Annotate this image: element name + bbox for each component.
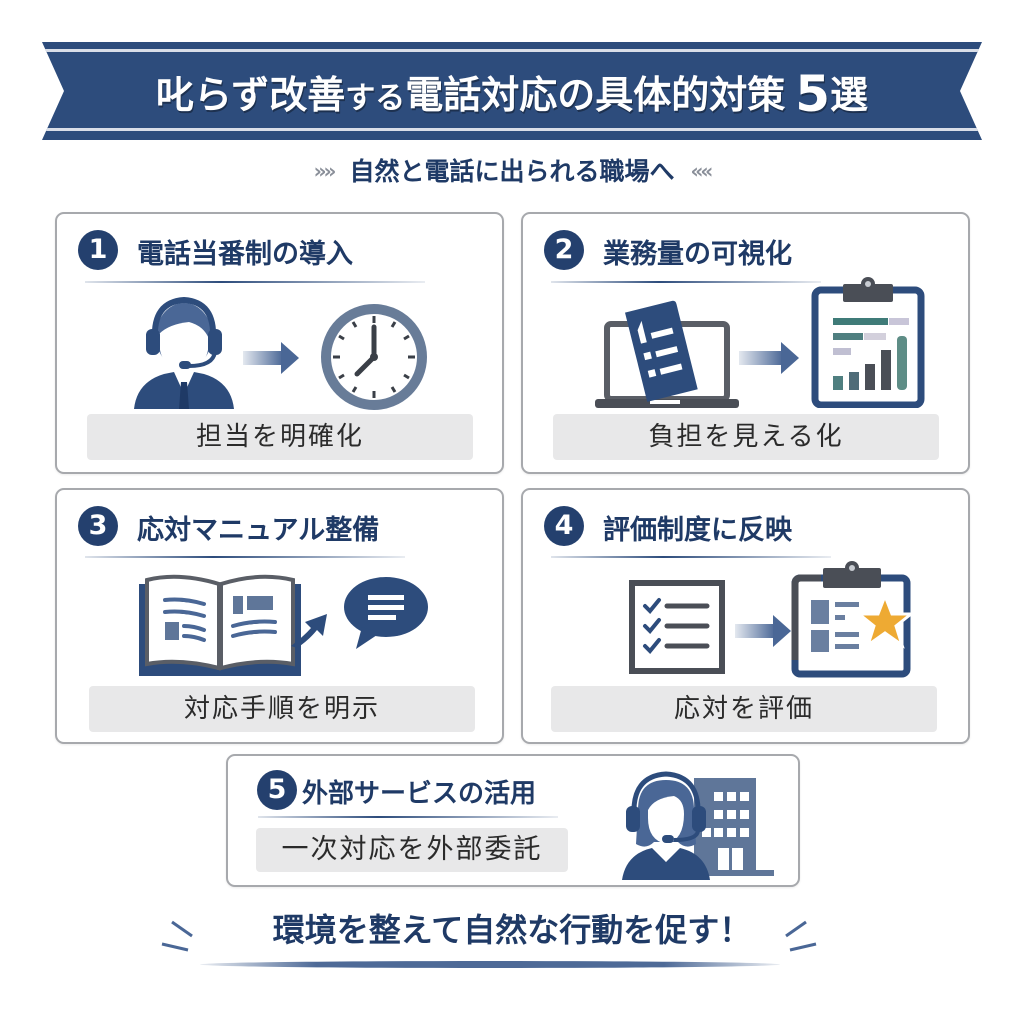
- card-title: 評価制度に反映: [603, 515, 792, 546]
- title-underline: [258, 816, 558, 818]
- card-title: 電話当番制の導入: [137, 239, 353, 270]
- number-badge-3: 3: [78, 506, 118, 546]
- title-part-main: 叱らず改善: [155, 73, 346, 117]
- chevrons-left-icon: ««: [690, 159, 714, 183]
- subtitle-text: 自然と電話に出られる職場へ: [349, 157, 675, 186]
- open-book-icon: [139, 574, 301, 676]
- title-underline: [85, 281, 425, 283]
- clock-icon: [321, 304, 427, 410]
- emphasis-lines-right-icon: [785, 920, 817, 952]
- card-title: 外部サービスの活用: [302, 779, 537, 809]
- title-underline: [551, 281, 821, 283]
- title-number: 5: [795, 65, 831, 123]
- number-badge-1: 1: [78, 230, 118, 270]
- number-badge-2: 2: [544, 230, 584, 270]
- emphasis-lines-left-icon: [161, 920, 193, 952]
- card-title: 応対マニュアル整備: [137, 515, 380, 546]
- card-1-phone-duty: 1 電話当番制の導入 担当を明確化: [55, 212, 504, 474]
- checklist-icon: [629, 580, 725, 674]
- card-label: 対応手順を明示: [89, 686, 475, 732]
- card-label: 担当を明確化: [87, 414, 473, 460]
- arrow-curved-icon: [291, 614, 327, 648]
- number-badge-5: 5: [257, 770, 297, 810]
- card-2-workload-visualization: 2 業務量の可視化 負担を見える化: [521, 212, 970, 474]
- clipboard-star-icon: [791, 561, 916, 678]
- title-part-small: する: [345, 81, 406, 116]
- speech-bubble-icon: [344, 577, 428, 649]
- title-part-mid: 電話対応の具体的対策: [405, 73, 786, 117]
- arrow-right-icon: [735, 615, 791, 647]
- headset-operator-icon: [134, 296, 234, 409]
- number-badge-4: 4: [544, 506, 584, 546]
- footer-message: 環境を整えて自然な行動を促す！: [272, 911, 752, 949]
- card-4-evaluation-system: 4 評価制度に反映 応対を評価: [521, 488, 970, 744]
- card-3-response-manual: 3 応対マニュアル整備 対応手順を明示: [55, 488, 504, 744]
- card-title: 業務量の可視化: [603, 239, 792, 270]
- office-building-icon: [694, 778, 774, 876]
- subtitle: »» 自然と電話に出られる職場へ ««: [0, 152, 1024, 188]
- title-part-end: 選: [830, 73, 869, 117]
- banner-stripe-bottom: [42, 128, 982, 131]
- banner-stripe-top: [42, 49, 982, 52]
- clipboard-chart-icon: [811, 277, 925, 408]
- arrow-right-icon: [243, 342, 299, 374]
- chevrons-right-icon: »»: [313, 159, 337, 183]
- title-underline: [85, 556, 405, 558]
- card-label: 応対を評価: [551, 686, 937, 732]
- laptop-document-icon: [595, 300, 739, 408]
- card-label: 一次対応を外部委託: [256, 828, 568, 872]
- footer-underline: [200, 961, 780, 968]
- card-5-external-service: 5 外部サービスの活用 一次対応を外部委託: [226, 754, 800, 887]
- arrow-right-icon: [739, 342, 799, 374]
- card-label: 負担を見える化: [553, 414, 939, 460]
- title-underline: [551, 556, 831, 558]
- female-operator-icon: [622, 771, 710, 880]
